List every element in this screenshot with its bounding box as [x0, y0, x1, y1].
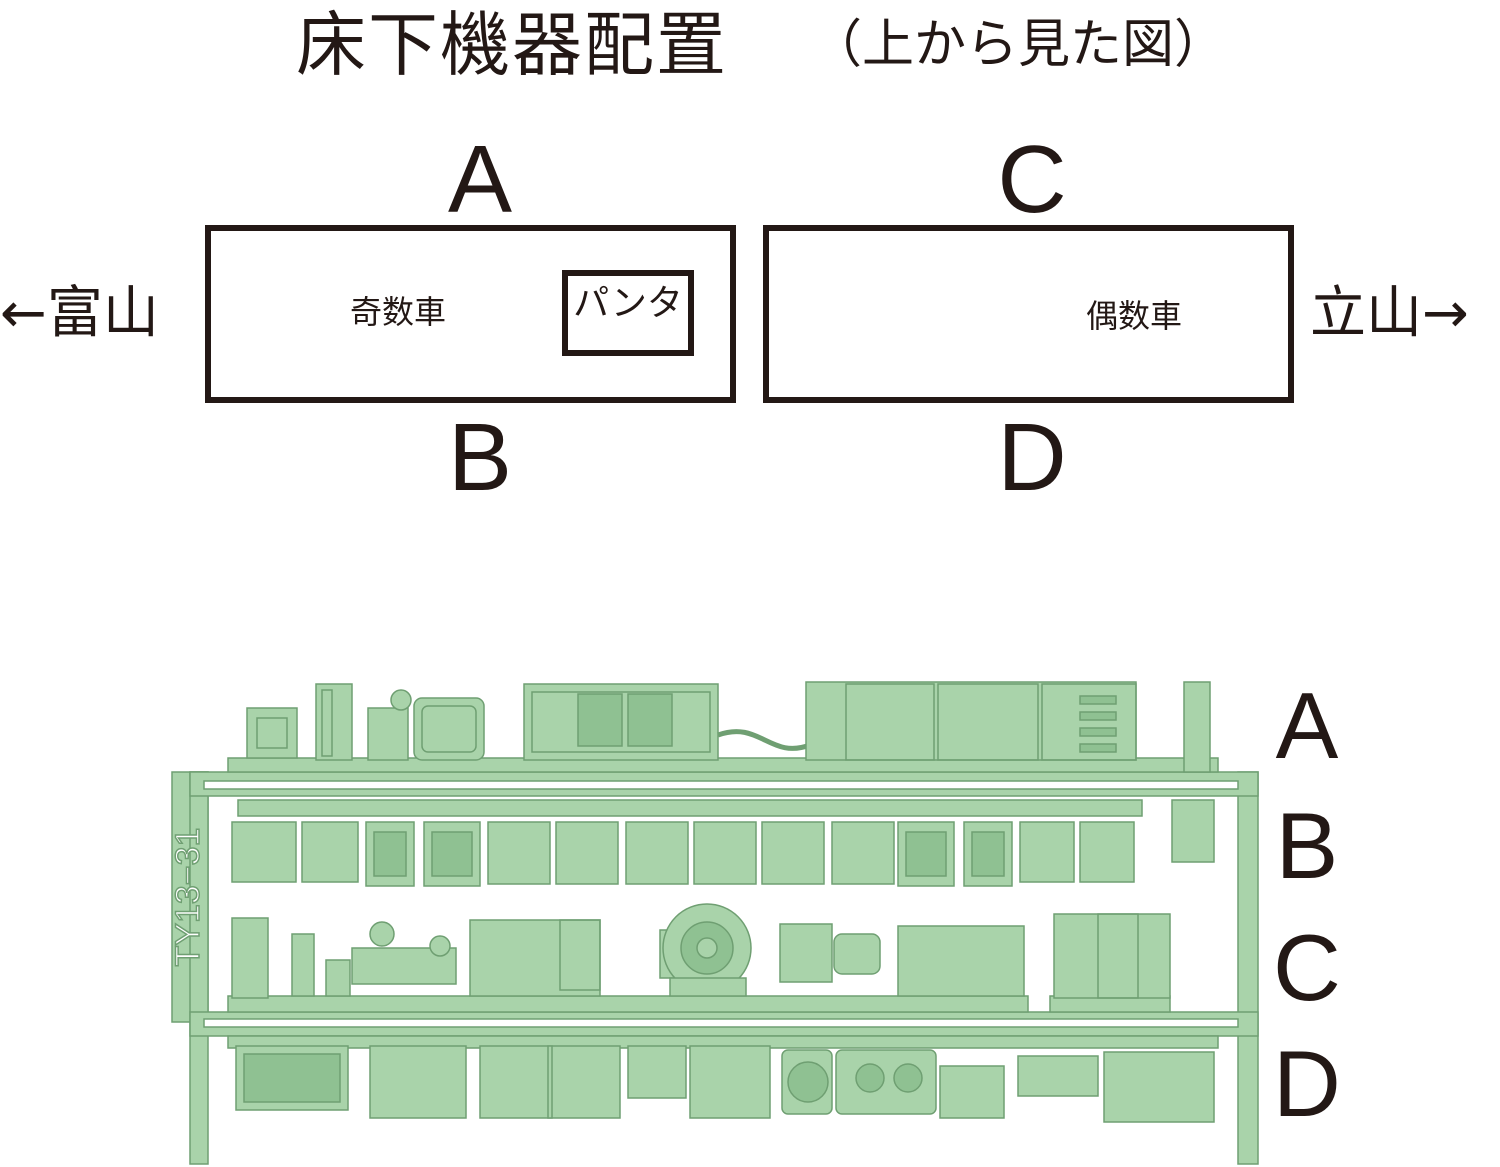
row-label-c: C [1273, 915, 1341, 1020]
page-subtitle: （上から見た図） [810, 15, 1227, 75]
frame-right-post [1237, 771, 1259, 1165]
direction-left-toyama: ←富山 [0, 281, 159, 346]
pantograph-box: パンタ [562, 270, 694, 356]
odd-car-label: 奇数車 [350, 293, 447, 331]
side-label-a: A [447, 126, 513, 233]
page-title: 床下機器配置 [296, 4, 728, 86]
row-b-parts [231, 799, 1215, 887]
row-label-d: D [1273, 1031, 1341, 1136]
row-a-parts [227, 681, 1219, 773]
side-label-c: C [997, 126, 1067, 233]
direction-right-tateyama: 立山→ [1310, 281, 1469, 346]
side-label-d: D [997, 404, 1067, 511]
row-c-parts [227, 903, 1171, 1013]
row-label-a: A [1275, 673, 1339, 778]
side-label-b: B [447, 404, 513, 511]
even-car-box [763, 225, 1294, 403]
even-car-label: 偶数車 [1086, 297, 1183, 335]
frame-label: TY13−31 [169, 828, 207, 967]
row-label-b: B [1275, 793, 1339, 898]
row-d-parts [227, 1035, 1219, 1123]
